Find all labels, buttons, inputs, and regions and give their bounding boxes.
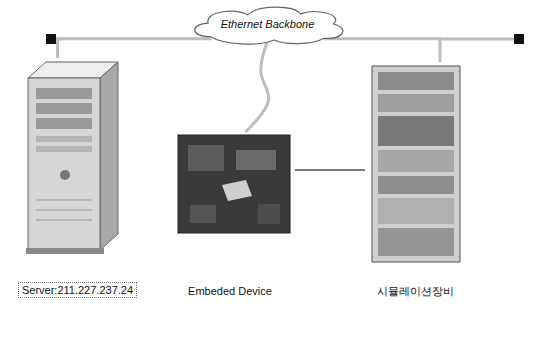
device-label: 시뮬레이션장비	[374, 284, 457, 298]
backbone-end	[46, 34, 56, 44]
network-link	[324, 39, 440, 62]
cloud-label: Ethernet Backbone	[218, 17, 318, 31]
embedded-node: Embeded Device	[165, 132, 295, 298]
device-label: Server:211.227.237.24	[18, 282, 137, 298]
backbone-line	[438, 38, 515, 41]
embedded-board	[178, 135, 290, 233]
network-link	[295, 169, 365, 171]
network-link	[246, 41, 269, 132]
simulator-rack	[372, 66, 460, 262]
simulator-node: 시뮬레이션장비	[365, 62, 465, 298]
backbone-end	[514, 34, 524, 44]
network-link	[58, 39, 212, 58]
device-label: Embeded Device	[185, 284, 275, 298]
cloud-node: Ethernet Backbone	[185, 3, 350, 45]
server-node: Server:211.227.237.24	[13, 58, 143, 298]
server-tower	[26, 62, 118, 254]
